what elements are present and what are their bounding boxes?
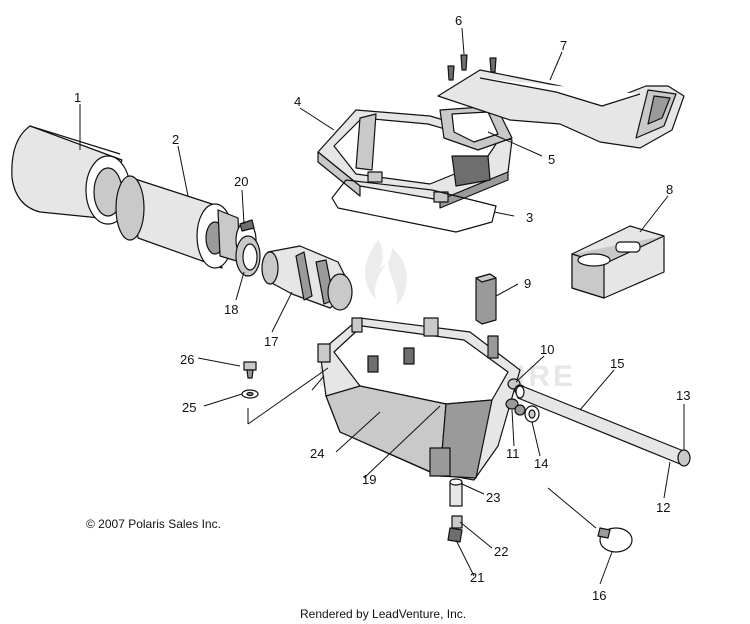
callout-26: 26 <box>180 352 194 367</box>
part-16-hose-clamp <box>597 527 633 553</box>
callout-17: 17 <box>264 334 278 349</box>
part-2-filter-element <box>115 175 241 269</box>
callout-18: 18 <box>224 302 238 317</box>
copyright-text: © 2007 Polaris Sales Inc. <box>86 517 221 531</box>
callout-8: 8 <box>666 182 673 197</box>
callout-14: 14 <box>534 456 548 471</box>
callout-20: 20 <box>234 174 248 189</box>
part-13-tube-end <box>677 449 691 467</box>
part-3-gasket <box>331 179 497 233</box>
part-23-drain-tube <box>449 478 463 507</box>
callout-23: 23 <box>486 490 500 505</box>
callout-25: 25 <box>182 400 196 415</box>
callout-9: 9 <box>524 276 531 291</box>
part-18-coupler <box>235 235 261 277</box>
part-11-fitting <box>505 398 526 416</box>
part-8-foam-block <box>571 225 665 299</box>
callout-21: 21 <box>470 570 484 585</box>
part-17-intake-boot <box>261 245 353 311</box>
part-25-washer <box>241 389 259 399</box>
callout-15: 15 <box>610 356 624 371</box>
leader-lines <box>79 27 685 585</box>
part-14-grommet <box>524 405 540 423</box>
callout-24: 24 <box>310 446 324 461</box>
part-7-snorkel-cover <box>437 69 685 149</box>
part-26-bolt <box>243 361 257 379</box>
part-22-drain-valve <box>451 515 463 529</box>
part-15-breather-tube <box>515 385 687 465</box>
part-6-screws <box>447 54 497 81</box>
callout-3: 3 <box>526 210 533 225</box>
callout-10: 10 <box>540 342 554 357</box>
callout-labels: 1 2 3 4 5 6 7 8 9 10 11 12 13 14 15 16 1… <box>74 13 690 603</box>
callout-12: 12 <box>656 500 670 515</box>
watermark-flame-icon <box>364 240 407 306</box>
rendered-by-text: Rendered by LeadVenture, Inc. <box>300 607 466 621</box>
callout-6: 6 <box>455 13 462 28</box>
part-9-foam-insert <box>475 273 497 325</box>
callout-5: 5 <box>548 152 555 167</box>
callout-13: 13 <box>676 388 690 403</box>
callout-16: 16 <box>592 588 606 603</box>
callout-2: 2 <box>172 132 179 147</box>
callout-22: 22 <box>494 544 508 559</box>
part-21-drain-cap <box>447 527 463 543</box>
callout-4: 4 <box>294 94 301 109</box>
callout-7: 7 <box>560 38 567 53</box>
part-5-snorkel-base <box>439 105 513 151</box>
callout-11: 11 <box>506 446 520 461</box>
callout-19: 19 <box>362 472 376 487</box>
part-24-airbox-body <box>317 317 521 481</box>
part-1-prefilter <box>11 125 131 225</box>
callout-1: 1 <box>74 90 81 105</box>
